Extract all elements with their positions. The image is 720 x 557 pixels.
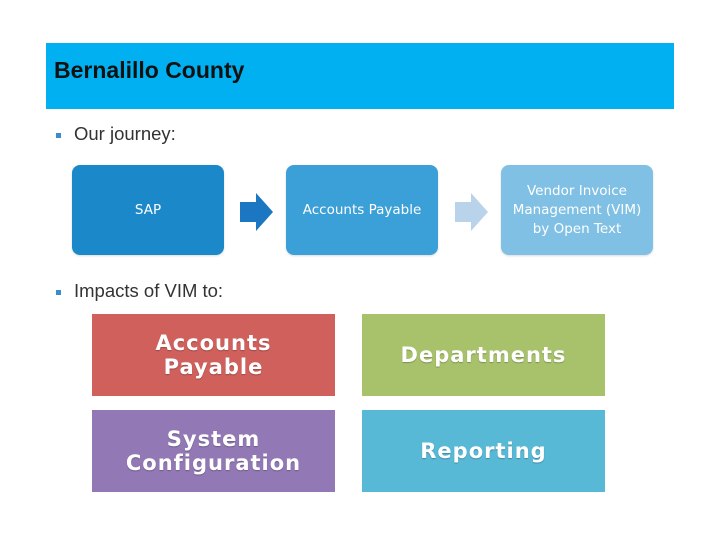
impact-tile-label: Reporting <box>420 439 547 463</box>
impact-tile-label: Accounts Payable <box>155 331 272 379</box>
journey-step-vim: Vendor Invoice Management (VIM) by Open … <box>501 165 653 255</box>
impact-tile-label: Departments <box>400 343 567 367</box>
journey-step-accounts-payable: Accounts Payable <box>286 165 438 255</box>
bullet-text: Impacts of VIM to: <box>74 280 224 301</box>
bullet-text: Our journey: <box>74 123 176 144</box>
impact-tile-system-configuration: System Configuration <box>92 410 335 492</box>
impact-tile-label: System Configuration <box>125 427 302 475</box>
journey-step-label: SAP <box>134 201 162 218</box>
title-bar: Bernalillo County <box>46 43 674 109</box>
journey-step-label: Vendor Invoice Management (VIM) by Open … <box>512 182 642 237</box>
impact-tile-accounts-payable: Accounts Payable <box>92 314 335 396</box>
slide-title: Bernalillo County <box>54 57 245 83</box>
bullet-marker <box>56 290 61 295</box>
impact-tile-departments: Departments <box>362 314 605 396</box>
bullet-marker <box>56 133 61 138</box>
arrow-right-icon <box>455 193 488 231</box>
impact-tile-reporting: Reporting <box>362 410 605 492</box>
journey-step-label: Accounts Payable <box>302 201 422 218</box>
arrow-right-icon <box>240 193 273 231</box>
journey-step-sap: SAP <box>72 165 224 255</box>
